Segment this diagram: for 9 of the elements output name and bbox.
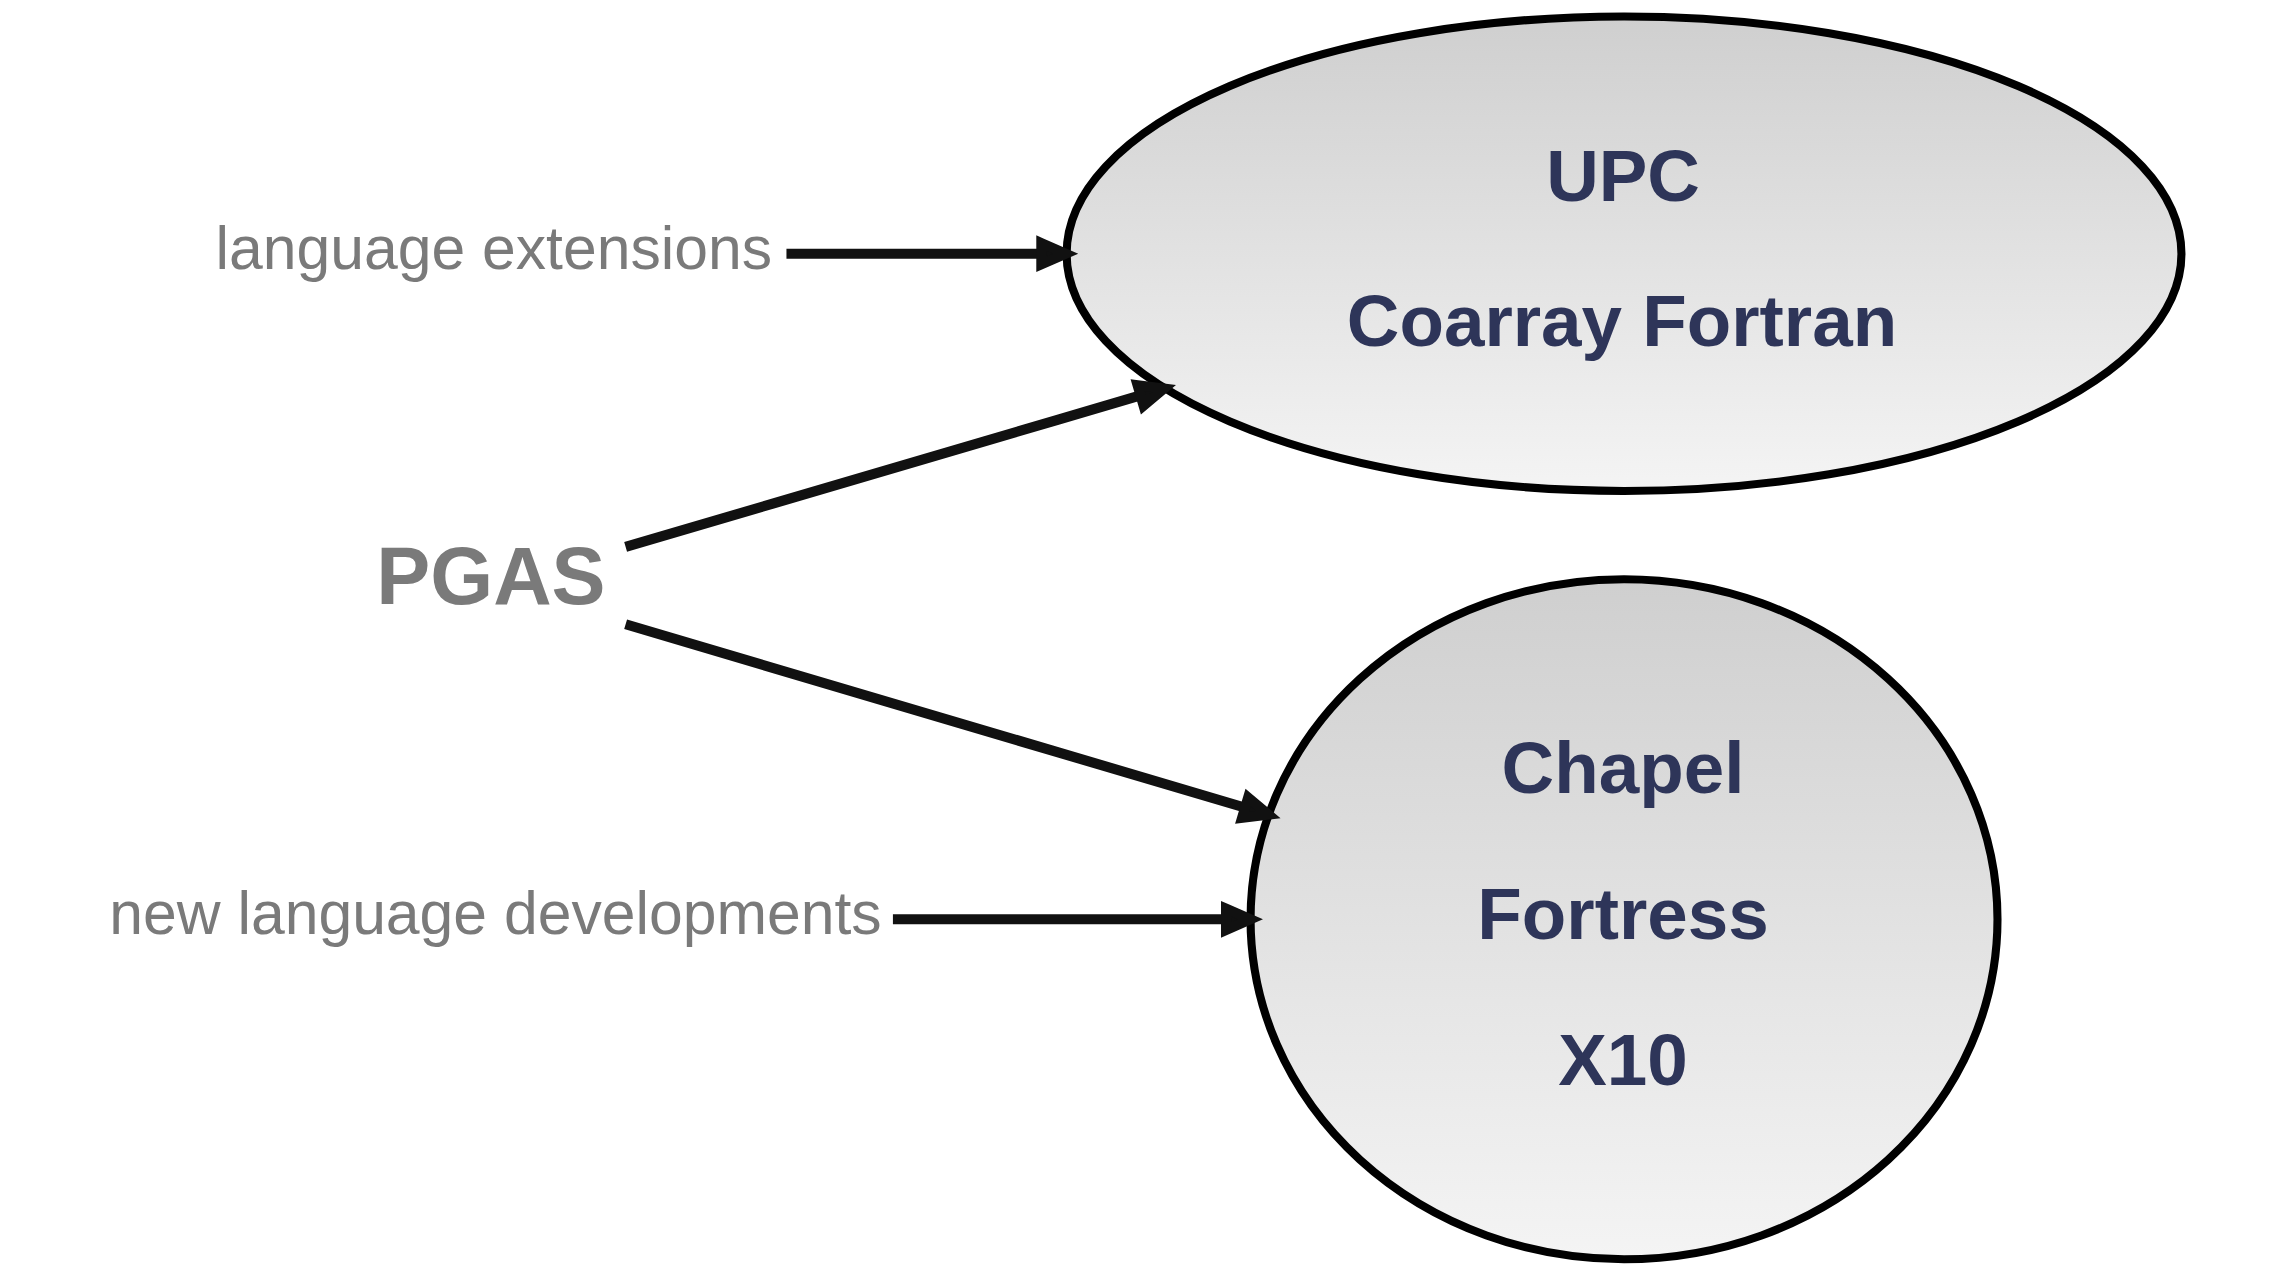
arrow [623,379,1176,552]
arrow [623,619,1281,824]
arrow [785,235,1078,273]
node-text: language extensions [214,213,772,282]
arrow [892,900,1263,938]
node-ellipse: UPC Coarray Fortran [1062,12,2185,495]
node-text: PGAS [375,530,606,621]
node-circle: Chapel Fortress X10 [1246,575,2002,1264]
node-text: new language developments [108,879,882,948]
